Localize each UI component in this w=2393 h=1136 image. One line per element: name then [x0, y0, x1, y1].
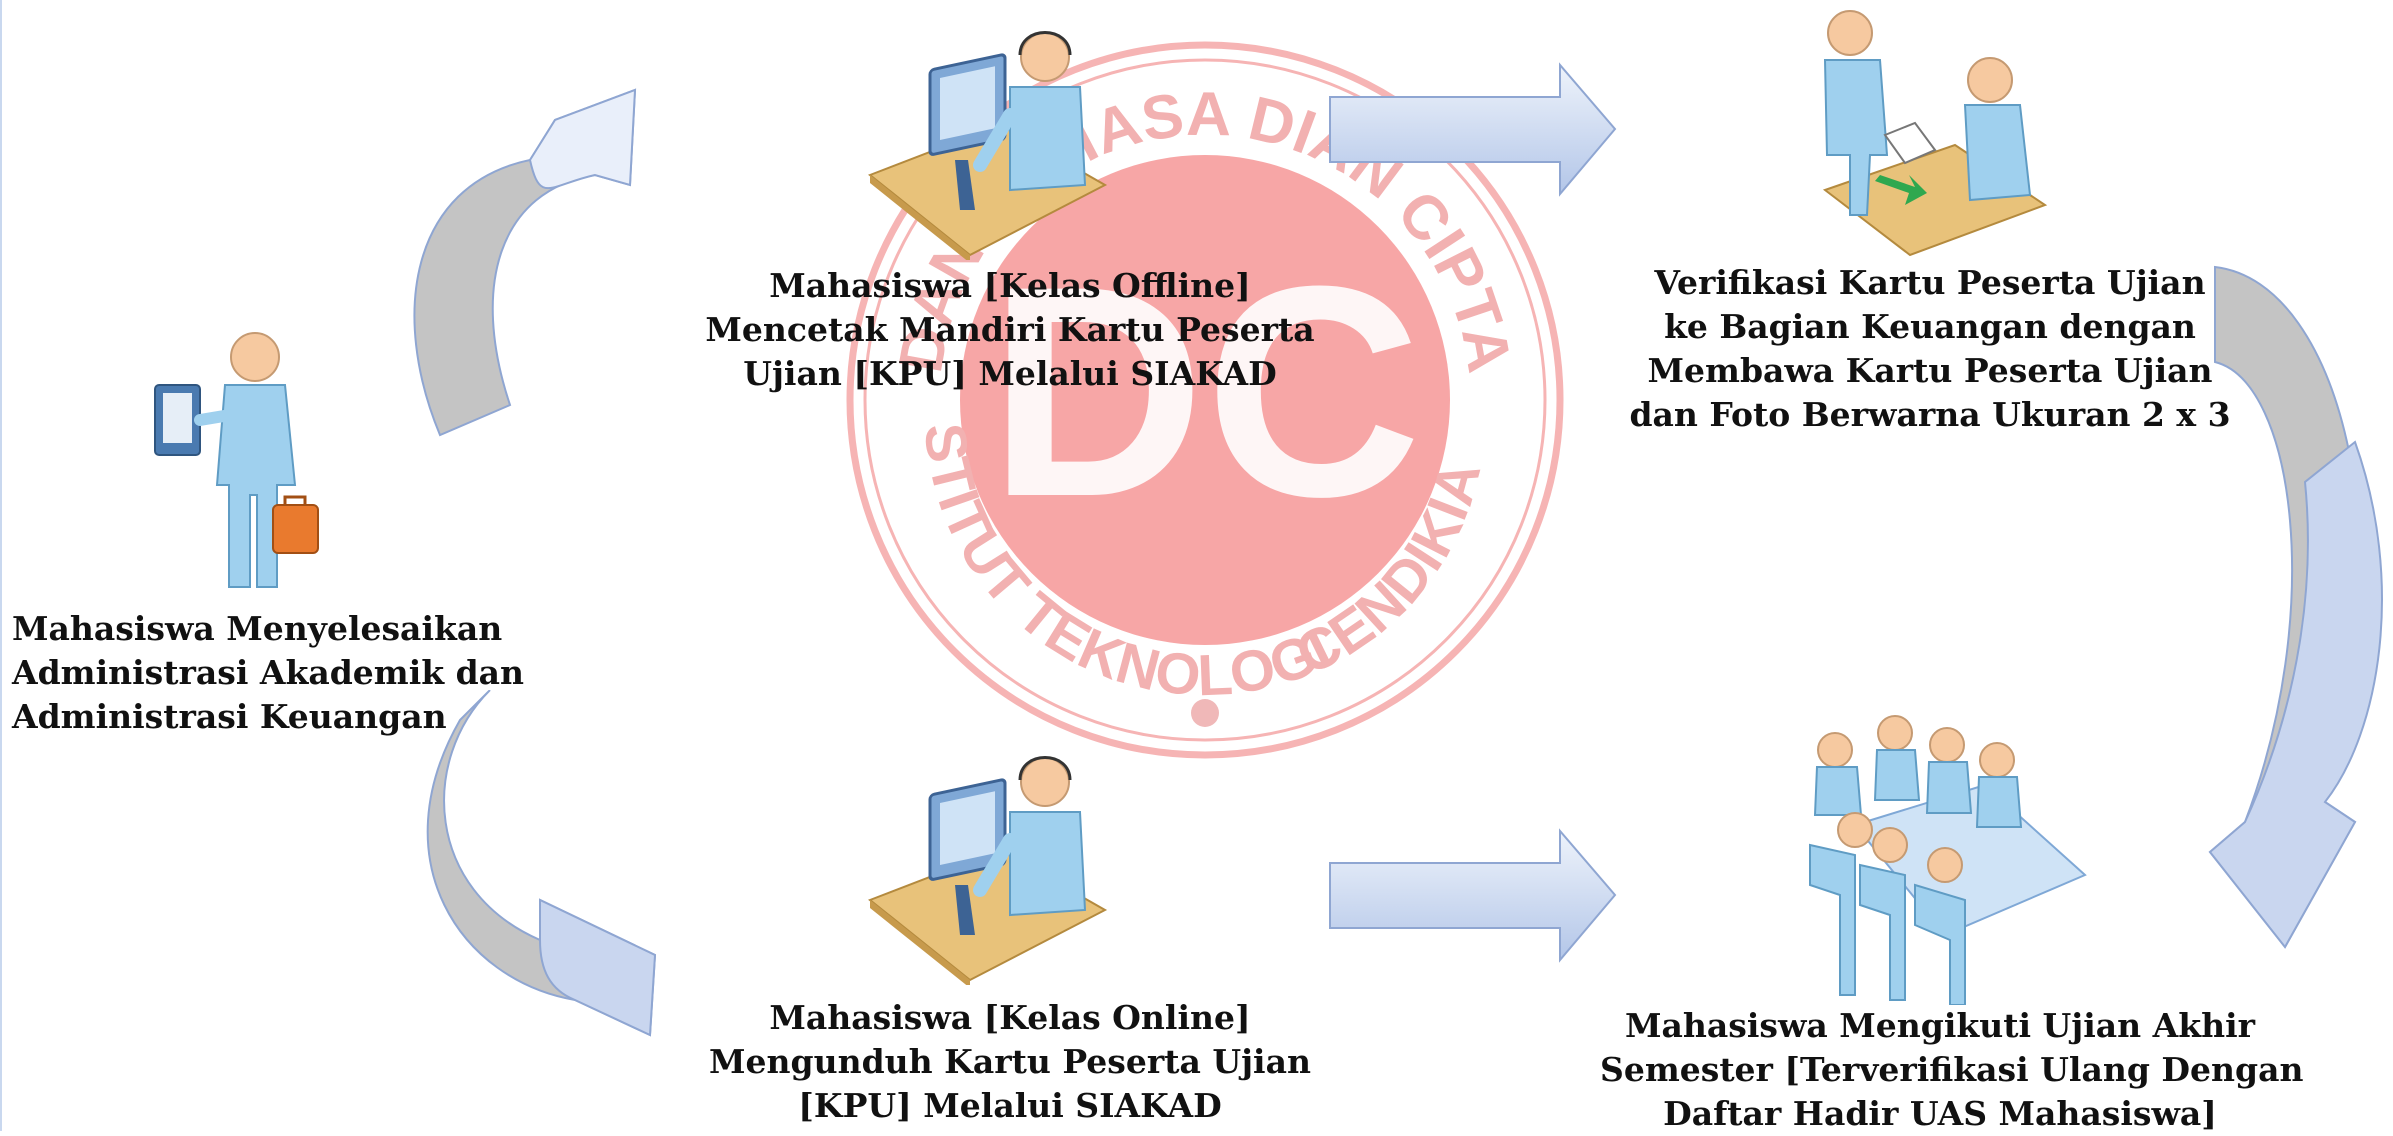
step-exam-line-3: Daftar Hadir UAS Mahasiswa] [1663, 1094, 2217, 1133]
step-exam-label: Mahasiswa Mengikuti Ujian Akhir Semester… [1600, 1004, 2304, 1136]
step-online-label: Mahasiswa [Kelas Online] Mengunduh Kartu… [700, 996, 1320, 1128]
left-frame-line [0, 0, 2, 1131]
step-offline-label: Mahasiswa [Kelas Offline] Mencetak Mandi… [700, 264, 1320, 396]
step-verify-line-3: Membawa Kartu Peserta Ujian [1647, 351, 2213, 390]
step-exam-line-1: Mahasiswa Mengikuti Ujian Akhir [1624, 1006, 2255, 1045]
straight-arrow-online-to-exam [1329, 828, 1617, 963]
step-verify-line-1: Verifikasi Kartu Peserta Ujian [1654, 263, 2206, 302]
step-online-line-1: Mahasiswa [Kelas Online] [769, 998, 1251, 1037]
step-verify-line-2: ke Bagian Keuangan dengan [1664, 307, 2196, 346]
curved-arrow-start-to-offline [413, 88, 637, 437]
curved-arrow-verify-to-exam [2208, 265, 2383, 949]
step-online-line-3: [KPU] Melalui SIAKAD [798, 1086, 1222, 1125]
student-computer-offline-icon [868, 31, 1108, 260]
step-verify-line-4: dan Foto Berwarna Ukuran 2 x 3 [1629, 395, 2231, 434]
student-computer-online-icon [868, 756, 1108, 985]
step-exam-line-2: Semester [Terverifikasi Ulang Dengan [1600, 1050, 2304, 1089]
step-offline-line-3: Ujian [KPU] Melalui SIAKAD [743, 354, 1277, 393]
watermark-dot [1191, 699, 1219, 727]
watermark-center-disc [960, 155, 1450, 645]
step-start-label: Mahasiswa Menyelesaikan Administrasi Aka… [12, 607, 524, 739]
step-offline-line-1: Mahasiswa [Kelas Offline] [769, 266, 1251, 305]
step-start-line-2: Administrasi Akademik dan [12, 653, 525, 692]
exam-group-icon [1809, 715, 2087, 1005]
verification-meeting-icon [1822, 10, 2048, 257]
step-online-line-2: Mengunduh Kartu Peserta Ujian [709, 1042, 1311, 1081]
student-briefcase-icon [154, 332, 319, 588]
step-verify-label: Verifikasi Kartu Peserta Ujian ke Bagian… [1615, 261, 2245, 437]
watermark-monogram: DC [988, 223, 1421, 559]
step-start-line-1: Mahasiswa Menyelesaikan [12, 609, 503, 648]
step-start-line-3: Administrasi Keuangan [12, 697, 447, 736]
watermark-outer-ring [846, 41, 1564, 759]
straight-arrow-offline-to-verify [1329, 62, 1617, 197]
step-offline-line-2: Mencetak Mandiri Kartu Peserta [705, 310, 1315, 349]
curved-arrow-start-to-online [426, 690, 657, 1037]
watermark-inner-ring [863, 58, 1547, 742]
